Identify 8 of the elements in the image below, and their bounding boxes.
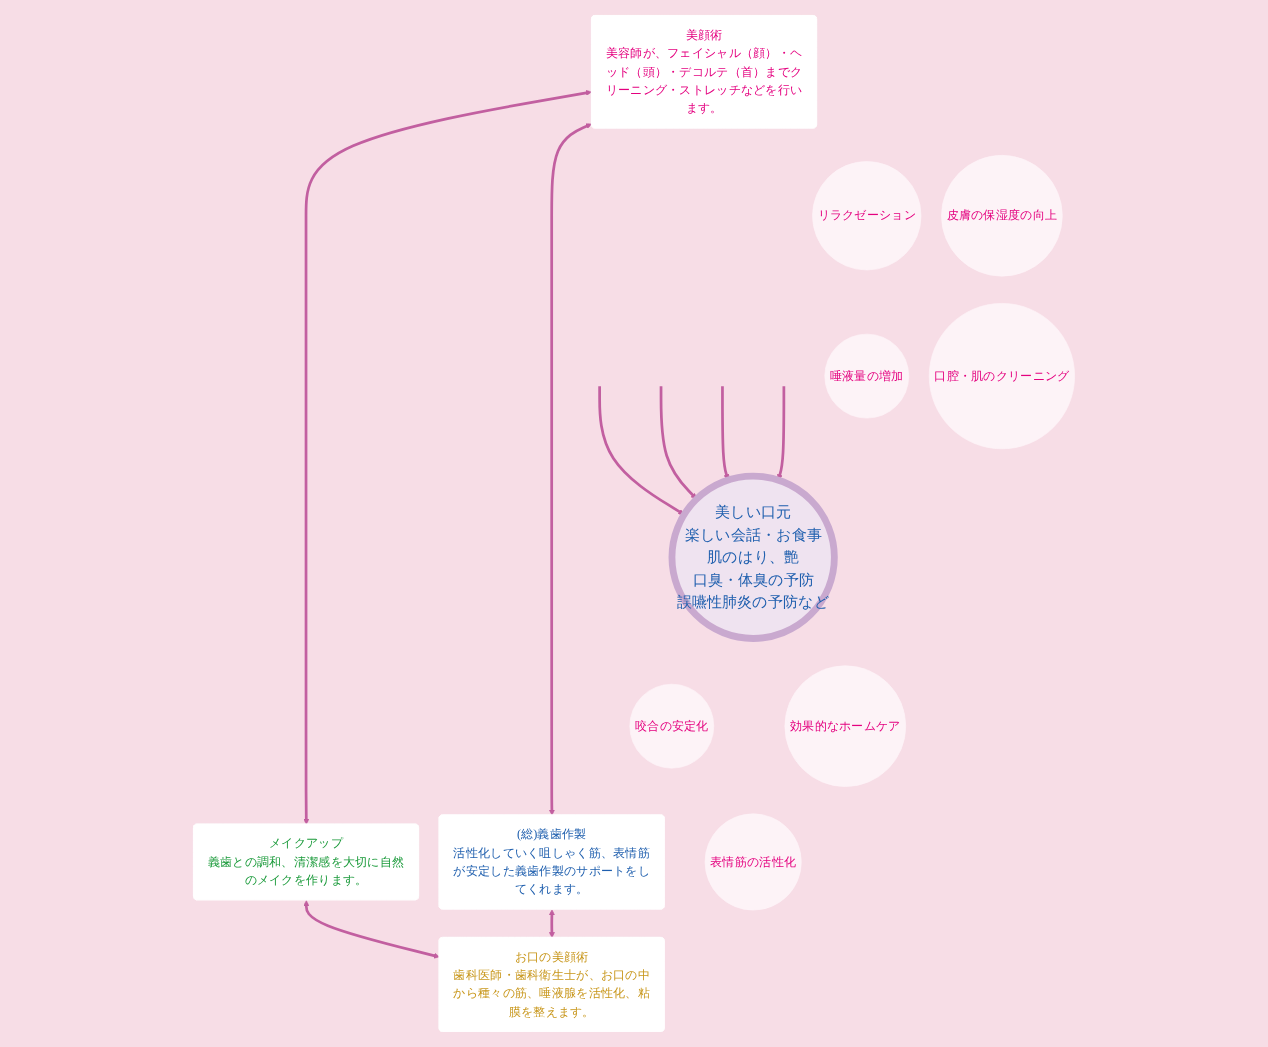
arrow: [598, 386, 685, 515]
node-circle: 皮膚の保湿度の向上: [941, 155, 1063, 277]
node-circle: 美しい口元 楽しい会話・お食事 肌のはり、艶 口臭・体臭の予防 誤嚥性肺炎の予防など: [668, 472, 838, 642]
arrow: [659, 386, 697, 500]
arrow: [548, 123, 592, 816]
arrow: [548, 909, 555, 938]
arrow: [303, 89, 592, 825]
arrow: [303, 900, 440, 959]
